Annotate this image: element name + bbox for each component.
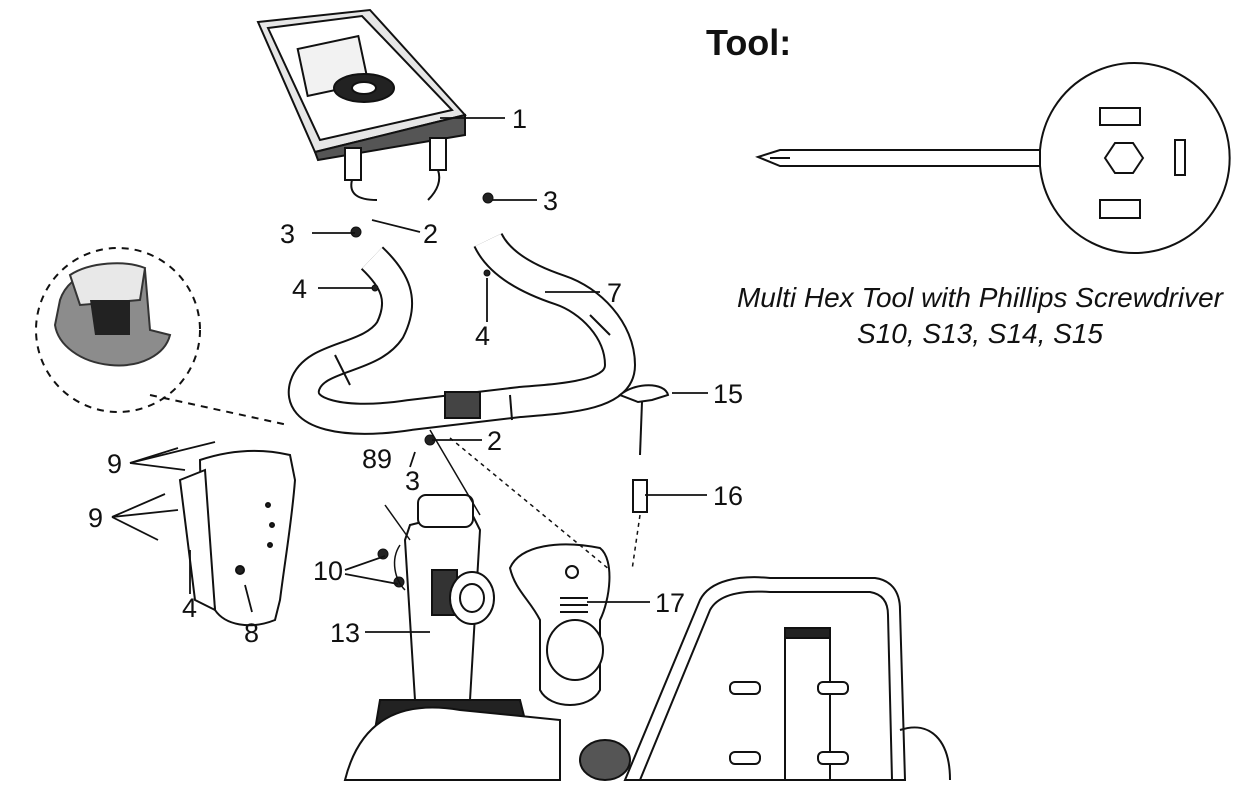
callout-10: 10	[313, 556, 343, 586]
seat-post-part	[343, 494, 561, 781]
callout-3c: 3	[405, 466, 420, 496]
tool-title: Tool:	[706, 22, 792, 63]
callout-2a: 2	[423, 219, 438, 249]
callout-4b: 4	[475, 321, 490, 351]
seat-back-part	[579, 576, 951, 781]
callout-8: 8	[244, 618, 259, 648]
callout-9a: 9	[107, 449, 122, 479]
callout-3b: 3	[543, 186, 558, 216]
seat-slider-part	[508, 543, 611, 706]
callout-3a: 3	[280, 219, 295, 249]
callout-labels: 1 2 3 3 4 4 7 15 2 89 3 16 9 9 10 17 4 8…	[88, 104, 743, 648]
callout-13: 13	[330, 618, 360, 648]
console-part	[256, 8, 467, 201]
handlebar-part	[287, 232, 637, 435]
callout-17: 17	[655, 588, 685, 618]
callout-1: 1	[512, 104, 527, 134]
callout-2b: 2	[487, 426, 502, 456]
callout-89: 89	[362, 444, 392, 474]
callout-15: 15	[713, 379, 743, 409]
leader-lines	[111, 117, 708, 633]
front-shroud-part	[178, 449, 297, 627]
tool-caption: Multi Hex Tool with Phillips Screwdriver…	[700, 280, 1260, 352]
multi-hex-tool-icon	[755, 62, 1231, 254]
callout-7: 7	[607, 278, 622, 308]
callout-9b: 9	[88, 503, 103, 533]
tool-caption-line2: S10, S13, S14, S15	[857, 318, 1103, 349]
callout-16: 16	[713, 481, 743, 511]
callout-4c: 4	[182, 593, 197, 623]
callout-4a: 4	[292, 274, 307, 304]
guide-lines	[384, 429, 641, 591]
detail-zoom-bubble	[35, 247, 289, 426]
tool-caption-line1: Multi Hex Tool with Phillips Screwdriver	[736, 282, 1223, 313]
pop-pin-part	[618, 384, 670, 513]
